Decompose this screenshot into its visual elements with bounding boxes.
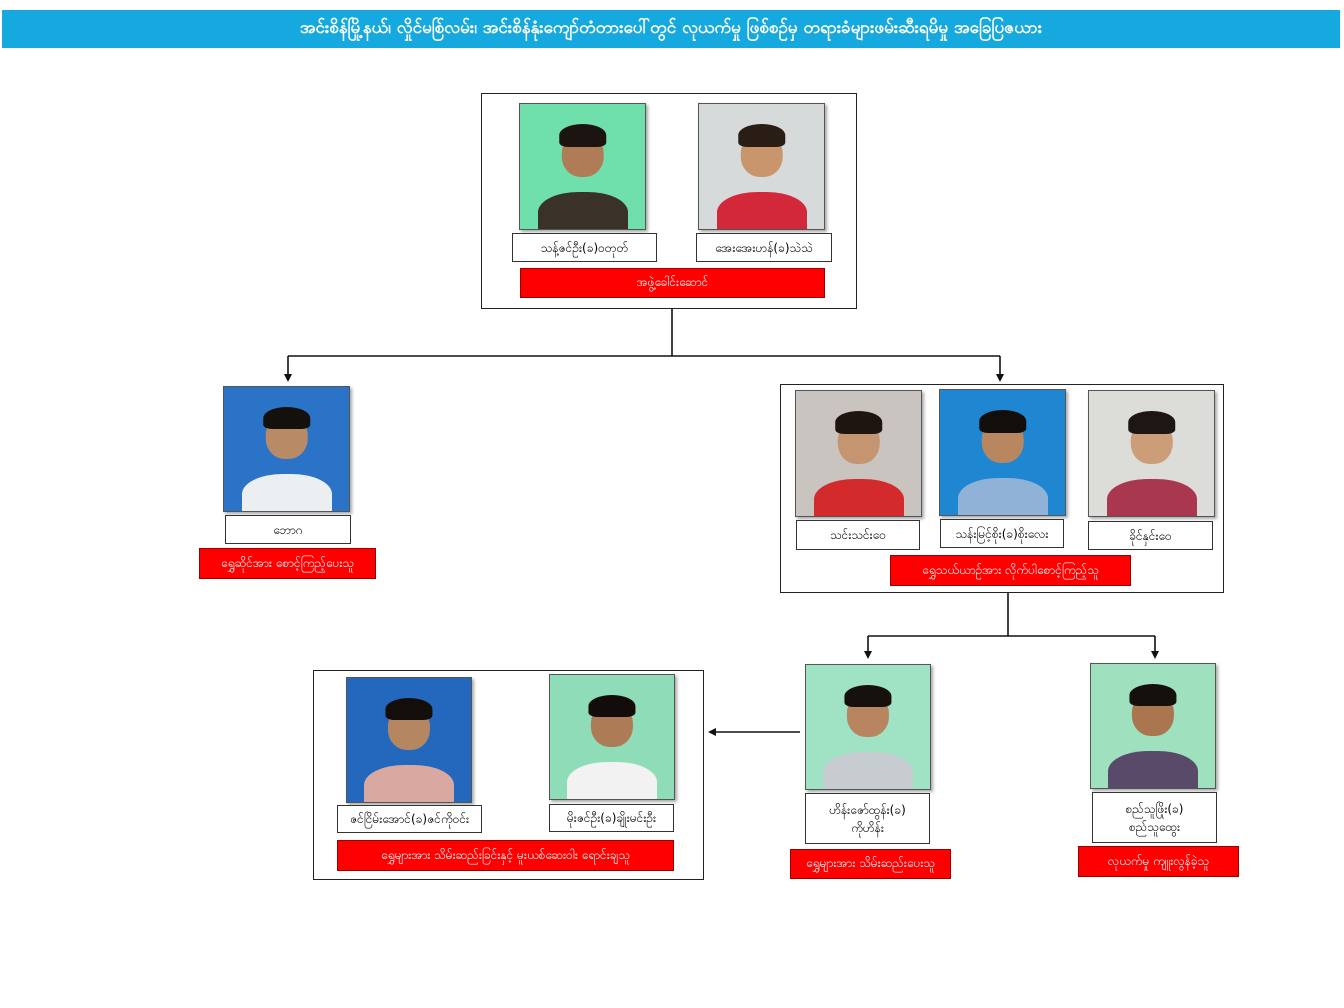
right-branch-name-1: သင်းသင်းဝေ <box>796 520 920 550</box>
leader-name-1: သန့်ဇင်ဦး(ခ)ဝတုတ် <box>512 233 657 262</box>
keeper-name-line-2: ကိုဟိန်း <box>851 820 884 835</box>
buyer-name-1: ဇင်ငြိမ်းအောင်(ခ)ဇင်ကိုဝင်း <box>337 805 482 833</box>
robber-name-line-1: စည်သူဖြိုး(ခ) <box>1125 801 1184 816</box>
left-branch-name: ဘောဂ <box>225 515 351 544</box>
left-branch-photo <box>223 386 350 512</box>
leader-photo-1 <box>519 103 646 230</box>
leader-name-2: အေးအေးဟန်(ခ)သဲသဲ <box>696 233 832 262</box>
keeper-photo <box>805 664 931 790</box>
keeper-name-line-1: ဟိန်းဇော်ထွန်း(ခ) <box>829 802 906 817</box>
left-branch-role-label: ရွှေဆိုင်အား စောင့်ကြည့်ပေးသူ <box>199 548 376 579</box>
robber-name-line-2: စည်သူထွေး <box>1128 819 1181 834</box>
right-branch-role-label: ရွှေသယ်ယာဉ်အား လိုက်ပါစောင့်ကြည့်သူ <box>890 555 1131 586</box>
buyer-photo-2 <box>549 674 675 800</box>
robber-name: စည်သူဖြိုး(ခ) စည်သူထွေး <box>1092 792 1217 843</box>
right-branch-photo-1 <box>795 390 922 517</box>
leader-photo-2 <box>698 103 825 230</box>
robber-photo <box>1090 663 1216 789</box>
leader-role-label: အဖွဲ့ခေါင်းဆောင် <box>520 268 825 298</box>
buyer-name-2: မိုးဇင်ဦး(ခ)ချိုးမင်းဦး <box>549 804 674 832</box>
chart-title: အင်းစိန်မြို့နယ်၊ လှိုင်မစ်ြလမ်း၊ အင်းစိ… <box>2 10 1340 48</box>
buyers-role-label: ရွှေများအား သိမ်းဆည်းခြင်းနှင့် မူးယစ်ဆေ… <box>337 840 674 871</box>
robber-role-label: လုယက်မှု ကျူးလွန်ခဲ့သူ <box>1078 846 1239 877</box>
buyer-photo-1 <box>346 677 472 803</box>
keeper-name: ဟိန်းဇော်ထွန်း(ခ) ကိုဟိန်း <box>805 793 930 844</box>
keeper-role-label: ရွှေများအား သိမ်းဆည်းပေးသူ <box>790 849 951 879</box>
right-branch-photo-2 <box>939 389 1066 516</box>
right-branch-photo-3 <box>1088 390 1215 517</box>
right-branch-name-3: ခိုင်နှင်းဝေ <box>1088 521 1213 550</box>
right-branch-name-2: သန်းမြင့်စိုး(ခ)စိုးလေး <box>940 519 1064 548</box>
